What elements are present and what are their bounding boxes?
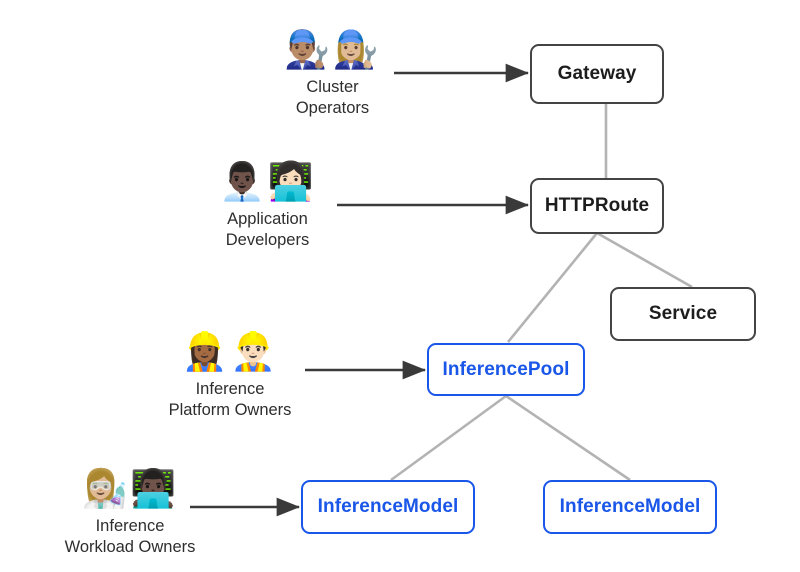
edge-httproute-service (596, 231, 693, 289)
inference-platform-owners-label-line2: Platform Owners (168, 401, 292, 419)
actor-application-developers: 👨🏿‍💼👩🏻‍💻 Application Developers (190, 160, 345, 251)
edge-inferencepool-inferencemodel-1 (390, 394, 507, 482)
inference-platform-owners-label-line1: Inference (195, 380, 265, 398)
actor-inference-workload-owners: 👩🏼‍🔬👨🏿‍💻 Inference Workload Owners (35, 467, 225, 558)
inference-platform-owners-emoji-icons: 👷🏾‍♀️👷🏻‍♂️ (181, 330, 279, 373)
actor-inference-platform-owners: 👷🏾‍♀️👷🏻‍♂️ Inference Platform Owners (140, 330, 320, 421)
node-gateway[interactable]: Gateway (530, 44, 664, 104)
edge-httproute-inferencepool (506, 232, 599, 343)
node-inferencepool-label: InferencePool (442, 358, 570, 380)
cluster-operators-label-line2: Operators (295, 99, 370, 117)
application-developers-label-line2: Developers (225, 231, 310, 249)
node-inferencepool[interactable]: InferencePool (427, 343, 585, 396)
node-inferencemodel-1-label: InferenceModel (317, 496, 459, 517)
node-service[interactable]: Service (610, 287, 756, 341)
node-httproute-label: HTTPRoute (544, 195, 650, 216)
cluster-operators-label-line1: Cluster (306, 78, 359, 96)
inference-workload-owners-label-line2: Workload Owners (64, 538, 196, 556)
node-gateway-label: Gateway (557, 63, 637, 84)
cluster-operators-emoji-icons: 👨🏽‍🔧👩🏼‍🔧 (284, 28, 381, 71)
application-developers-emoji-icons: 👨🏿‍💼👩🏻‍💻 (219, 160, 316, 203)
node-httproute[interactable]: HTTPRoute (530, 178, 664, 234)
edge-inferencepool-inferencemodel-2 (505, 394, 631, 482)
node-inferencemodel-2[interactable]: InferenceModel (543, 480, 717, 534)
node-inferencemodel-2-label: InferenceModel (559, 496, 701, 517)
actor-cluster-operators: 👨🏽‍🔧👩🏼‍🔧 Cluster Operators (255, 28, 410, 119)
inference-workload-owners-label-line1: Inference (95, 517, 165, 535)
application-developers-label-line1: Application (227, 210, 308, 228)
node-inferencemodel-1[interactable]: InferenceModel (301, 480, 475, 534)
node-service-label: Service (648, 303, 718, 324)
inference-workload-owners-emoji-icons: 👩🏼‍🔬👨🏿‍💻 (81, 467, 179, 510)
